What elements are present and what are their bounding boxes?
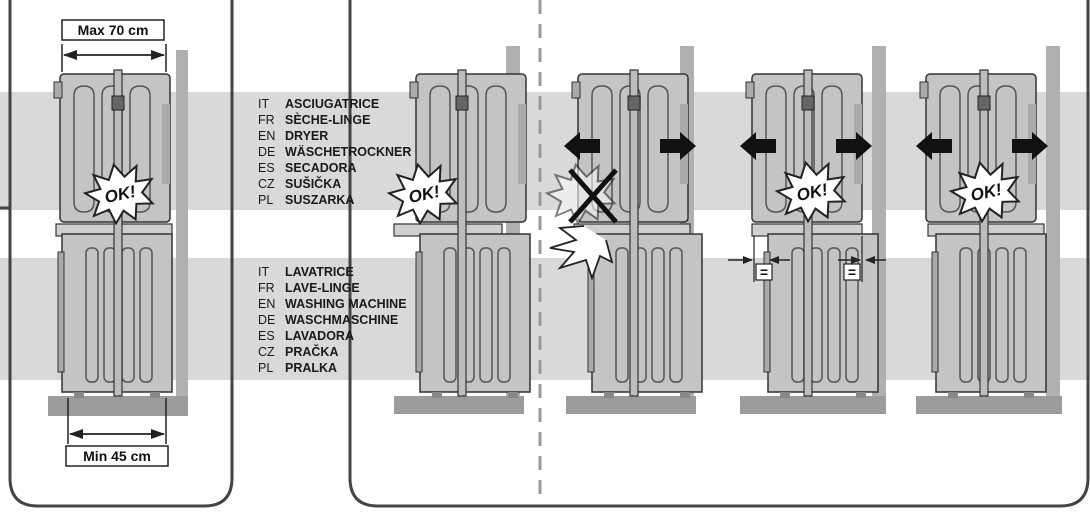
language-code: DE — [258, 145, 276, 159]
ok-burst-icon: OK! — [79, 156, 161, 230]
appliance-name: ASCIUGATRICE — [285, 97, 380, 111]
washer-label-row: ES LAVADORA — [258, 328, 407, 344]
appliance-name: LAVE-LINGE — [285, 281, 360, 295]
language-code: PL — [258, 361, 274, 375]
language-code: EN — [258, 129, 276, 143]
stack-correct-shelf: OK! — [383, 46, 531, 414]
language-code: ES — [258, 161, 275, 175]
min-width-dimension: Min 45 cm — [65, 398, 169, 467]
cross-icon — [568, 168, 618, 224]
washer-label-row: FR LAVE-LINGE — [258, 280, 407, 296]
ok-burst-icon: OK! — [771, 154, 853, 228]
appliance-name: PRAČKA — [285, 345, 339, 359]
right-panel-frame — [348, 0, 1090, 508]
left-panel-frame — [8, 0, 234, 508]
max-width-label: Max 70 cm — [78, 22, 149, 38]
left-stack: OK! — [48, 50, 188, 416]
stack-incorrect — [541, 46, 703, 414]
washer-label-row: DE WASCHMASCHINE — [258, 312, 407, 328]
appliance-name: SECADORA — [285, 161, 357, 175]
equal-badge-text: = — [760, 264, 768, 280]
washer-label-row: CZ PRAČKA — [258, 344, 407, 360]
appliance-name: WASCHMASCHINE — [285, 313, 399, 327]
ok-burst-icon: OK! — [383, 156, 465, 230]
language-code: IT — [258, 265, 270, 279]
dryer-label-row: DE WÄSCHETROCKNER — [258, 144, 411, 160]
dryer-label-row: CZ SUŠIČKA — [258, 176, 411, 192]
language-code: FR — [258, 281, 275, 295]
crash-burst-icon — [549, 225, 614, 281]
language-code: CZ — [258, 177, 275, 191]
appliance-name: DRYER — [285, 129, 329, 143]
dryer-label-row: PL SUSZARKA — [258, 192, 411, 208]
language-code: ES — [258, 329, 275, 343]
appliance-name: LAVATRICE — [285, 265, 354, 279]
language-code: IT — [258, 97, 270, 111]
washer-label-row: EN WASHING MACHINE — [258, 296, 407, 312]
language-code: CZ — [258, 345, 275, 359]
appliance-name: SUŠIČKA — [285, 177, 342, 191]
equal-badge-text: = — [848, 264, 856, 280]
washer-label-row: IT LAVATRICE — [258, 264, 407, 280]
stack-correct-centered: OK! = = — [728, 46, 886, 414]
appliance-name: SÈCHE-LINGE — [285, 113, 371, 127]
dryer-label-row: FR SÈCHE-LINGE — [258, 112, 411, 128]
appliance-name: PRALKA — [285, 361, 338, 375]
appliance-name: SUSZARKA — [285, 193, 355, 207]
washer-label-row: PL PRALKA — [258, 360, 407, 376]
dryer-label-row: IT ASCIUGATRICE — [258, 96, 411, 112]
appliance-name: WÄSCHETROCKNER — [285, 145, 412, 159]
stack-correct-right: OK! — [916, 46, 1062, 414]
language-code: FR — [258, 113, 275, 127]
washer-label-list: IT LAVATRICE FR LAVE-LINGE EN WASHING MACHI… — [258, 264, 407, 376]
language-code: DE — [258, 313, 276, 327]
min-width-label: Min 45 cm — [83, 448, 151, 464]
ok-burst-icon: OK! — [945, 154, 1027, 228]
language-code: EN — [258, 297, 276, 311]
appliance-name: WASHING MACHINE — [285, 297, 407, 311]
max-width-dimension: Max 70 cm — [61, 19, 167, 72]
dryer-label-row: EN DRYER — [258, 128, 411, 144]
appliance-name: LAVADORA — [285, 329, 354, 343]
equal-gap-markers: = = — [728, 236, 886, 282]
language-code: PL — [258, 193, 274, 207]
dryer-label-list: IT ASCIUGATRICE FR SÈCHE-LINGE EN DRYER DE W… — [258, 96, 411, 208]
dryer-label-row: ES SECADORA — [258, 160, 411, 176]
